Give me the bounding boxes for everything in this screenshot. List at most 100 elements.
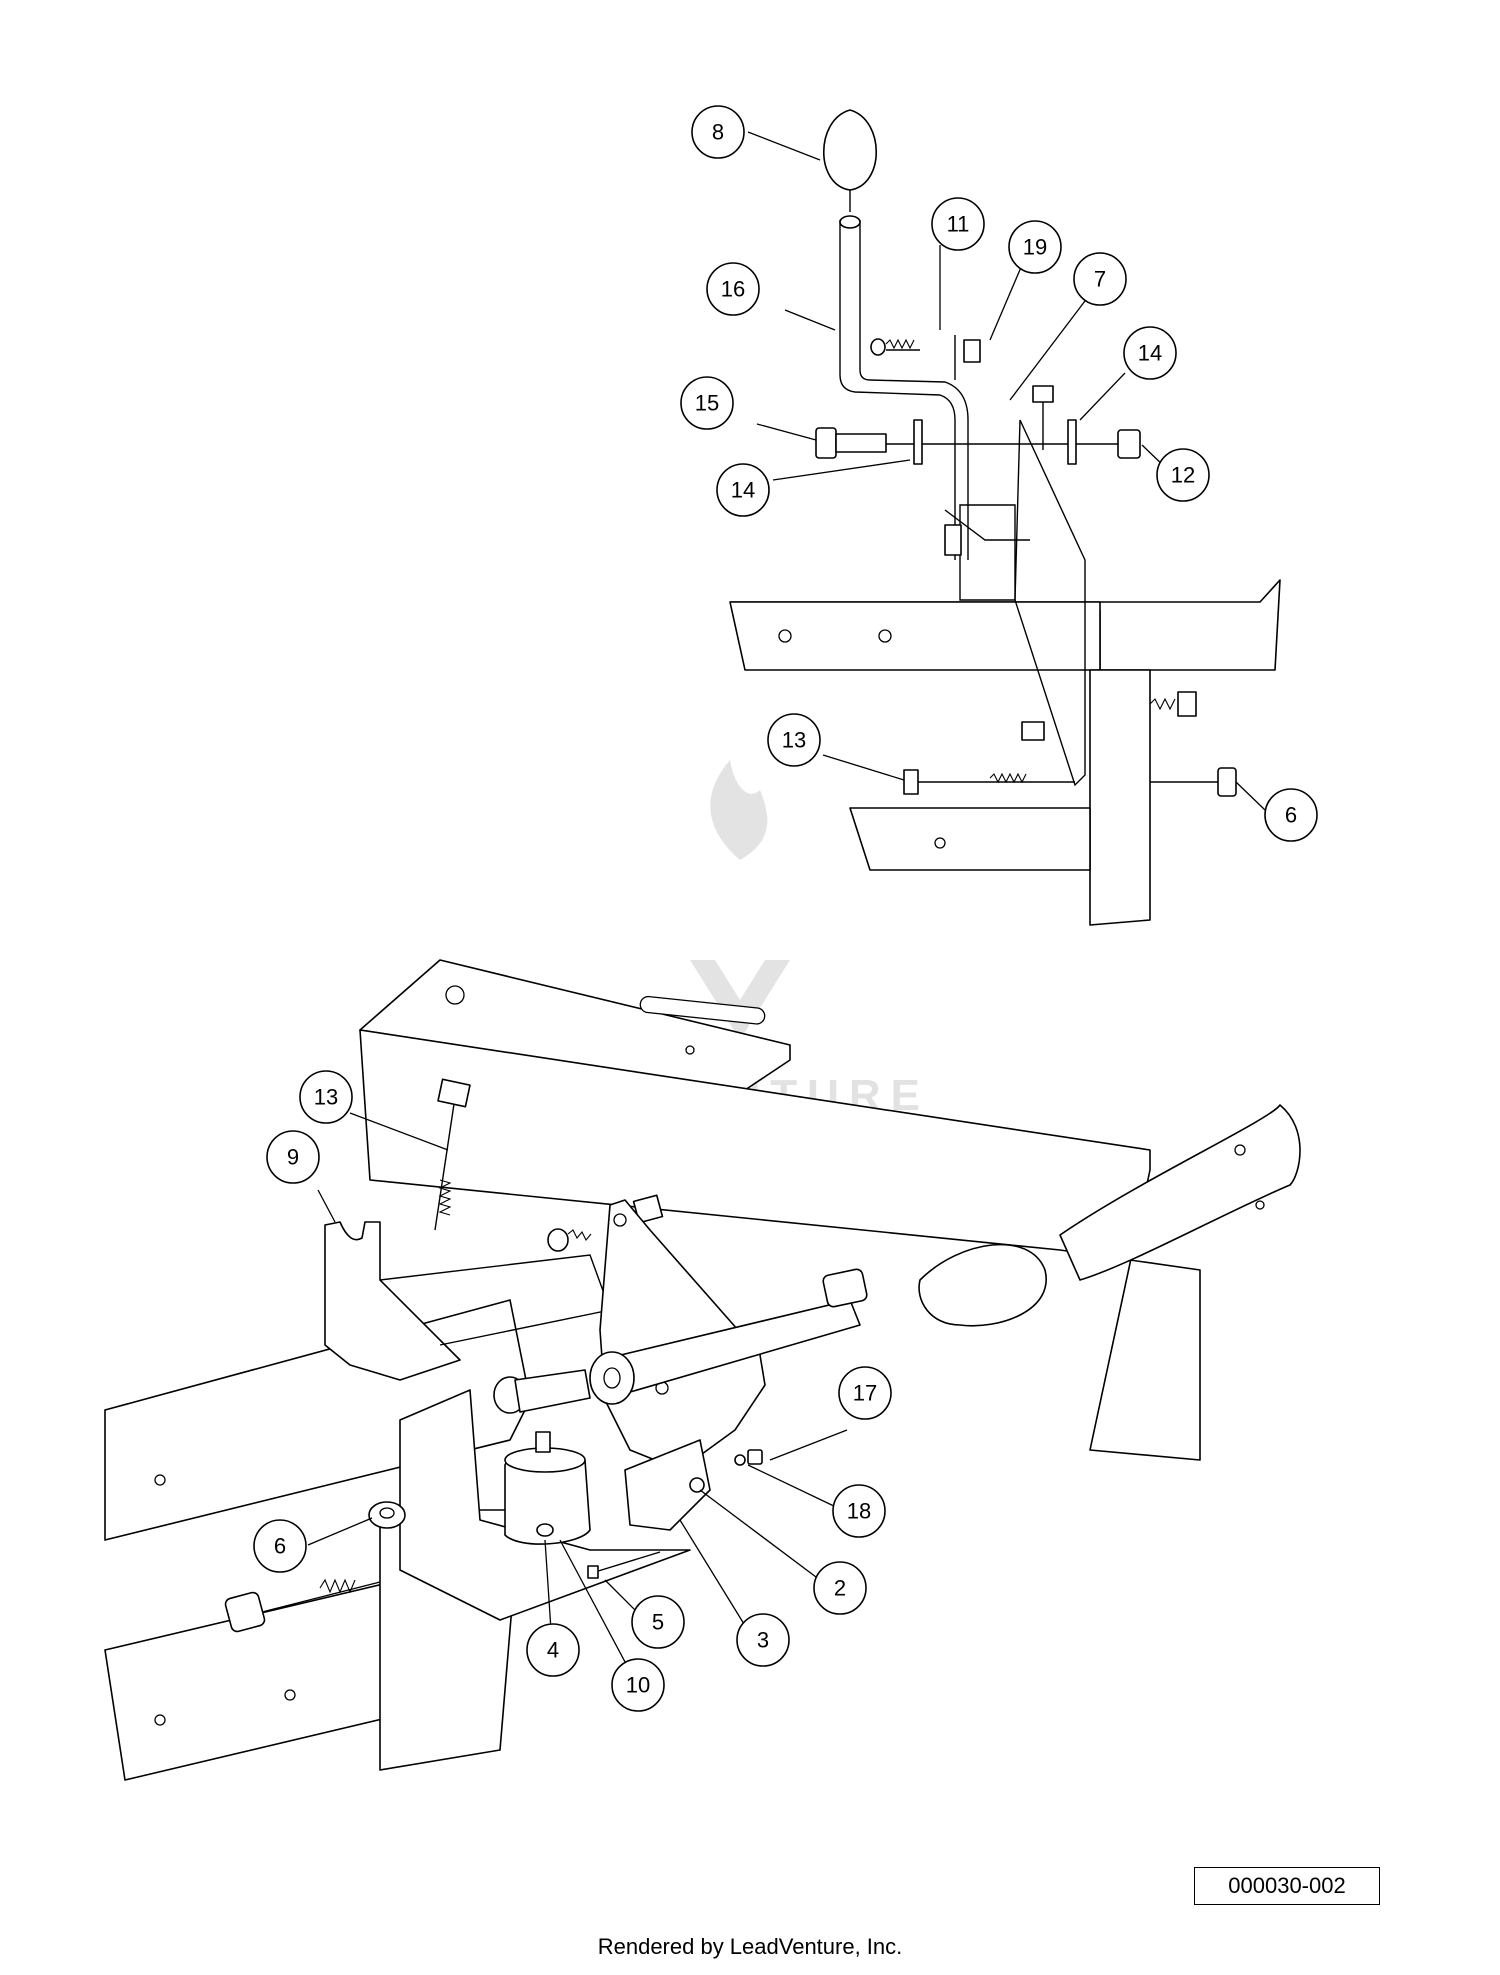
frame-hole xyxy=(445,985,465,1005)
frame-hole xyxy=(154,1714,166,1726)
bracket-inner xyxy=(959,504,1016,601)
frame-hole xyxy=(685,1045,695,1055)
svg-text:2: 2 xyxy=(834,1576,846,1601)
svg-text:10: 10 xyxy=(626,1673,650,1698)
svg-text:11: 11 xyxy=(947,212,970,237)
callout-6-upper: 6 xyxy=(1264,788,1318,842)
svg-text:6: 6 xyxy=(1285,803,1297,828)
post-bolt xyxy=(1149,691,1197,717)
callout-17: 17 xyxy=(838,1366,892,1420)
frame-hole xyxy=(1255,1200,1265,1210)
lever-pivot-hole xyxy=(603,1367,621,1389)
ball-stud-lower xyxy=(547,1228,592,1252)
callout-3: 3 xyxy=(736,1613,790,1667)
svg-text:7: 7 xyxy=(1094,267,1106,292)
ball-stud xyxy=(870,338,920,356)
vertical-bolt xyxy=(434,1078,471,1231)
svg-text:14: 14 xyxy=(731,478,755,503)
flange-nut xyxy=(1217,767,1237,797)
frame-rail-lower xyxy=(849,807,1091,871)
rail-hole xyxy=(934,837,946,849)
svg-text:9: 9 xyxy=(287,1145,299,1170)
shoulder-bolt xyxy=(815,427,887,459)
flange-nut-lower-hole xyxy=(379,1507,395,1519)
callout-18: 18 xyxy=(832,1484,886,1538)
v-logo-mark xyxy=(690,960,790,1040)
rail-hole xyxy=(778,629,792,643)
switch-linkage xyxy=(944,509,1030,541)
lock-nut xyxy=(1117,429,1141,459)
callout-19: 19 xyxy=(1008,220,1062,274)
hex-nut xyxy=(963,339,981,363)
shift-lever xyxy=(839,220,969,560)
svg-text:16: 16 xyxy=(721,277,745,302)
bracket-plate xyxy=(1014,419,1086,787)
bracket-9 xyxy=(324,1221,461,1381)
hex-nut-lower xyxy=(632,1194,664,1224)
washer-right xyxy=(1067,419,1077,465)
washer-2 xyxy=(689,1477,705,1493)
screw-5-head xyxy=(587,1565,599,1579)
callout-13-lower: 13 xyxy=(299,1070,353,1124)
washer-18 xyxy=(734,1454,746,1466)
plate-hole xyxy=(613,1213,627,1227)
callout-7: 7 xyxy=(1073,252,1127,306)
callout-2: 2 xyxy=(813,1561,867,1615)
callout-12: 12 xyxy=(1156,448,1210,502)
callout-10: 10 xyxy=(611,1658,665,1712)
lever-tip xyxy=(822,1268,868,1308)
svg-text:19: 19 xyxy=(1023,235,1047,260)
top-assembly xyxy=(729,109,1281,926)
callout-6-lower: 6 xyxy=(253,1519,307,1573)
frame-hole xyxy=(284,1689,296,1701)
svg-text:13: 13 xyxy=(314,1085,338,1110)
callout-5: 5 xyxy=(631,1595,685,1649)
callout-16: 16 xyxy=(706,262,760,316)
frame-hole xyxy=(154,1474,166,1486)
callout-14-upper-left: 14 xyxy=(716,463,770,517)
shift-knob xyxy=(822,109,878,191)
svg-text:4: 4 xyxy=(547,1638,559,1663)
callout-9: 9 xyxy=(266,1130,320,1184)
vertical-post xyxy=(1089,669,1151,926)
long-bolt xyxy=(903,769,1075,795)
svg-text:18: 18 xyxy=(847,1499,871,1524)
svg-text:8: 8 xyxy=(712,120,724,145)
svg-text:12: 12 xyxy=(1171,463,1195,488)
frame-slot xyxy=(639,995,766,1025)
screw-10 xyxy=(536,1523,554,1537)
shift-knob-lower xyxy=(918,1243,1047,1327)
micro-switch xyxy=(624,1439,711,1531)
switch-body xyxy=(944,524,962,556)
callout-14-upper-right: 14 xyxy=(1123,326,1177,380)
rail-hole xyxy=(878,629,892,643)
svg-text:5: 5 xyxy=(652,1610,664,1635)
mounting-plate xyxy=(399,1389,691,1621)
hex-nut-17 xyxy=(747,1449,763,1465)
svg-text:14: 14 xyxy=(1138,341,1162,366)
flame-logo-mark xyxy=(710,760,768,860)
svg-text:17: 17 xyxy=(853,1381,877,1406)
diagram-id-box: 000030-002 xyxy=(1194,1867,1380,1905)
callout-15: 15 xyxy=(680,376,734,430)
bracket-nut xyxy=(1021,721,1045,741)
svg-text:15: 15 xyxy=(695,391,719,416)
screw-5 xyxy=(594,1551,661,1573)
bottom-assembly xyxy=(104,959,1301,1781)
callout-11: 11 xyxy=(931,197,985,251)
lower-bolt xyxy=(224,1578,381,1633)
lever-top-cap xyxy=(839,215,861,229)
svg-text:6: 6 xyxy=(274,1534,286,1559)
bracket-9-arm xyxy=(379,1254,611,1346)
bracket-bolt xyxy=(1032,385,1054,403)
callout-13-upper: 13 xyxy=(767,713,821,767)
washer-left xyxy=(913,419,923,465)
frame-hole xyxy=(1234,1144,1246,1156)
callout-4: 4 xyxy=(526,1623,580,1677)
svg-text:3: 3 xyxy=(757,1628,769,1653)
footer-credit: Rendered by LeadVenture, Inc. xyxy=(597,1934,903,1959)
svg-text:13: 13 xyxy=(782,728,806,753)
shoulder-bolt-lower xyxy=(493,1369,591,1414)
callout-8: 8 xyxy=(691,105,745,159)
